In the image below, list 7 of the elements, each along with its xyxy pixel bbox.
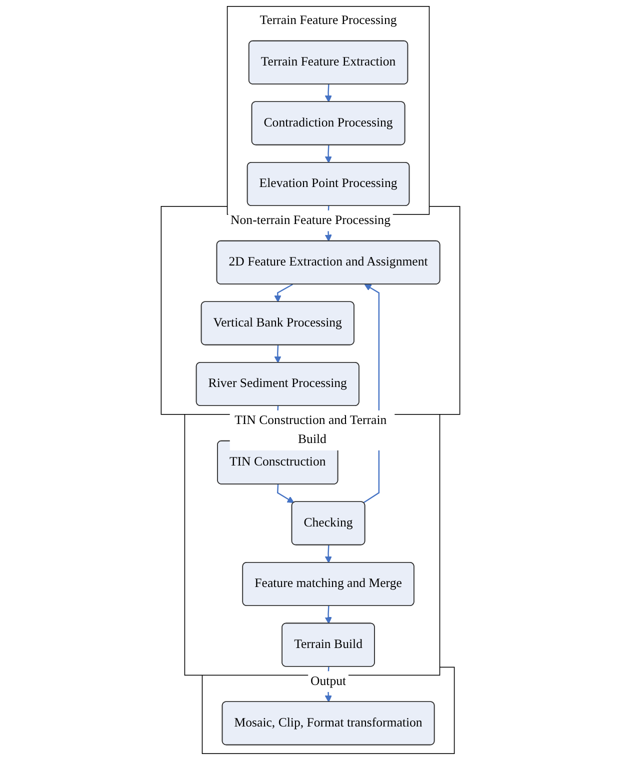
arrow xyxy=(324,84,332,102)
arrow xyxy=(324,145,332,164)
arrow xyxy=(277,484,294,504)
arrow xyxy=(274,345,282,364)
arrow xyxy=(324,606,332,624)
arrow xyxy=(274,284,293,302)
arrow xyxy=(324,545,332,564)
